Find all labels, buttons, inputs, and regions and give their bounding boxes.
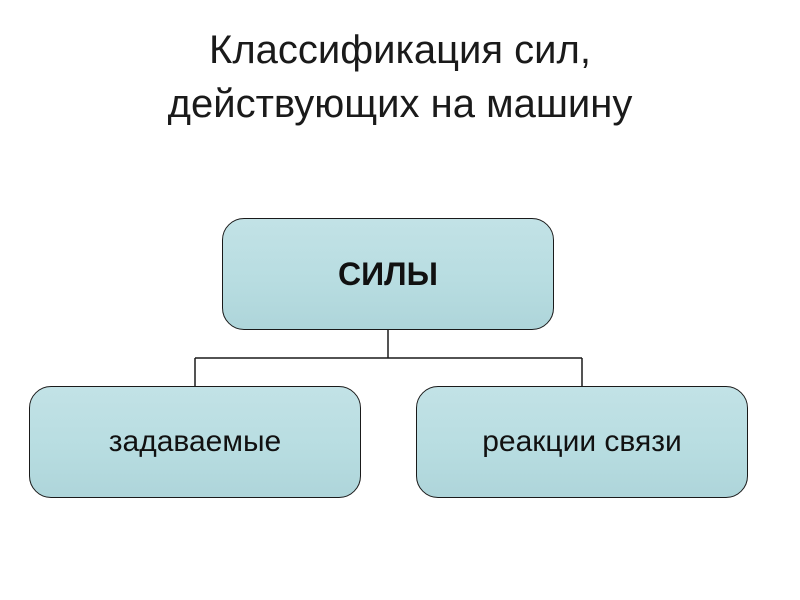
node-applied-forces-label: задаваемые bbox=[108, 425, 282, 458]
node-constraint-reactions: реакции связи bbox=[416, 386, 748, 498]
node-constraint-reactions-label: реакции связи bbox=[482, 425, 682, 458]
node-forces-root: СИЛЫ bbox=[222, 218, 554, 330]
slide-title-line-2: действующих на машину bbox=[167, 82, 633, 126]
node-applied-forces: задаваемые bbox=[29, 386, 361, 498]
slide-title-line-1: Классификация сил, bbox=[209, 28, 591, 72]
node-forces-root-label: СИЛЫ bbox=[338, 255, 438, 292]
